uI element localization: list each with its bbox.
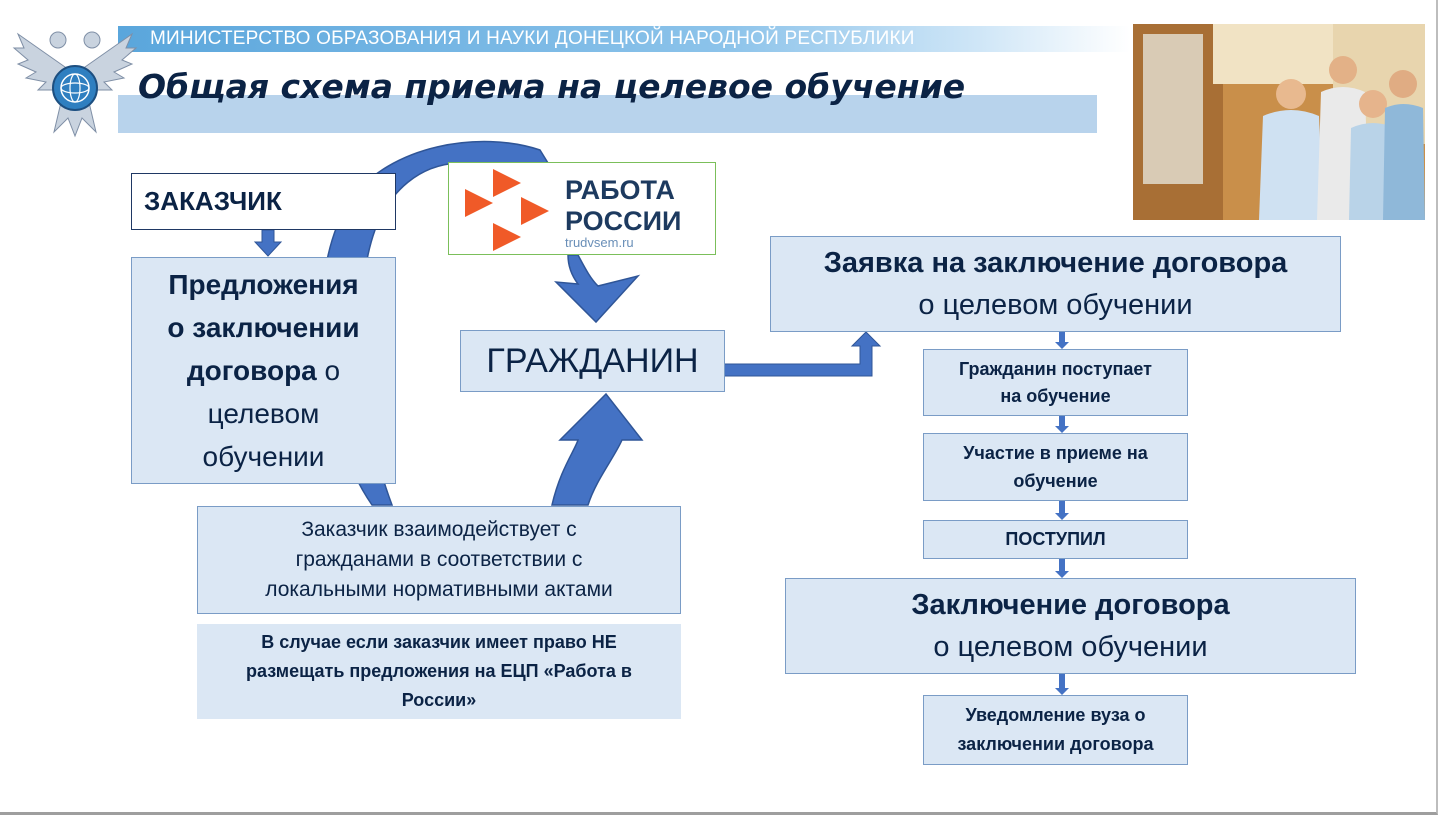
exception-note: В случае если заказчик имеет право НЕ ра…	[197, 624, 681, 719]
slide-title: Общая схема приема на целевое обучение	[138, 67, 966, 106]
contract-box: Заключение договора о целевом обучении	[785, 578, 1356, 674]
notify-university-box: Уведомление вуза о заключении договора	[923, 695, 1188, 765]
offers-line-5: обучении	[202, 441, 325, 472]
offers-line-2: о заключении	[167, 312, 360, 343]
citizen-box: ГРАЖДАНИН	[460, 330, 725, 392]
offers-line-4: целевом	[207, 398, 320, 429]
logo-site: trudvsem.ru	[565, 235, 634, 250]
eagle-emblem-icon	[12, 31, 138, 138]
title-band	[118, 95, 1097, 133]
ministry-name: МИНИСТЕРСТВО ОБРАЗОВАНИЯ И НАУКИ ДОНЕЦКО…	[150, 28, 915, 49]
interaction-box: Заказчик взаимодействует с гражданами в …	[197, 506, 681, 614]
citizen-label: ГРАЖДАНИН	[486, 341, 699, 380]
customer-label: ЗАКАЗЧИК	[144, 186, 282, 216]
offers-box: Предложения о заключении договора о целе…	[131, 257, 396, 484]
rabota-rossii-mark-icon	[465, 169, 549, 251]
application-box: Заявка на заключение договора о целевом …	[770, 236, 1341, 332]
step-admission-box: Участие в приеме на обучение	[923, 433, 1188, 501]
logo-text: РАБОТА РОССИИ	[565, 175, 682, 236]
customer-box: ЗАКАЗЧИК	[131, 173, 396, 230]
offers-line-3: договора о	[186, 355, 341, 386]
ministry-band	[118, 26, 1130, 52]
offers-line-1: Предложения	[168, 269, 359, 300]
step-admitted-box: ПОСТУПИЛ	[923, 520, 1188, 559]
step-enrolls-box: Гражданин поступает на обучение	[923, 349, 1188, 416]
rabota-rossii-logo: РАБОТА РОССИИ trudvsem.ru	[448, 162, 716, 255]
students-photo	[1133, 24, 1425, 220]
